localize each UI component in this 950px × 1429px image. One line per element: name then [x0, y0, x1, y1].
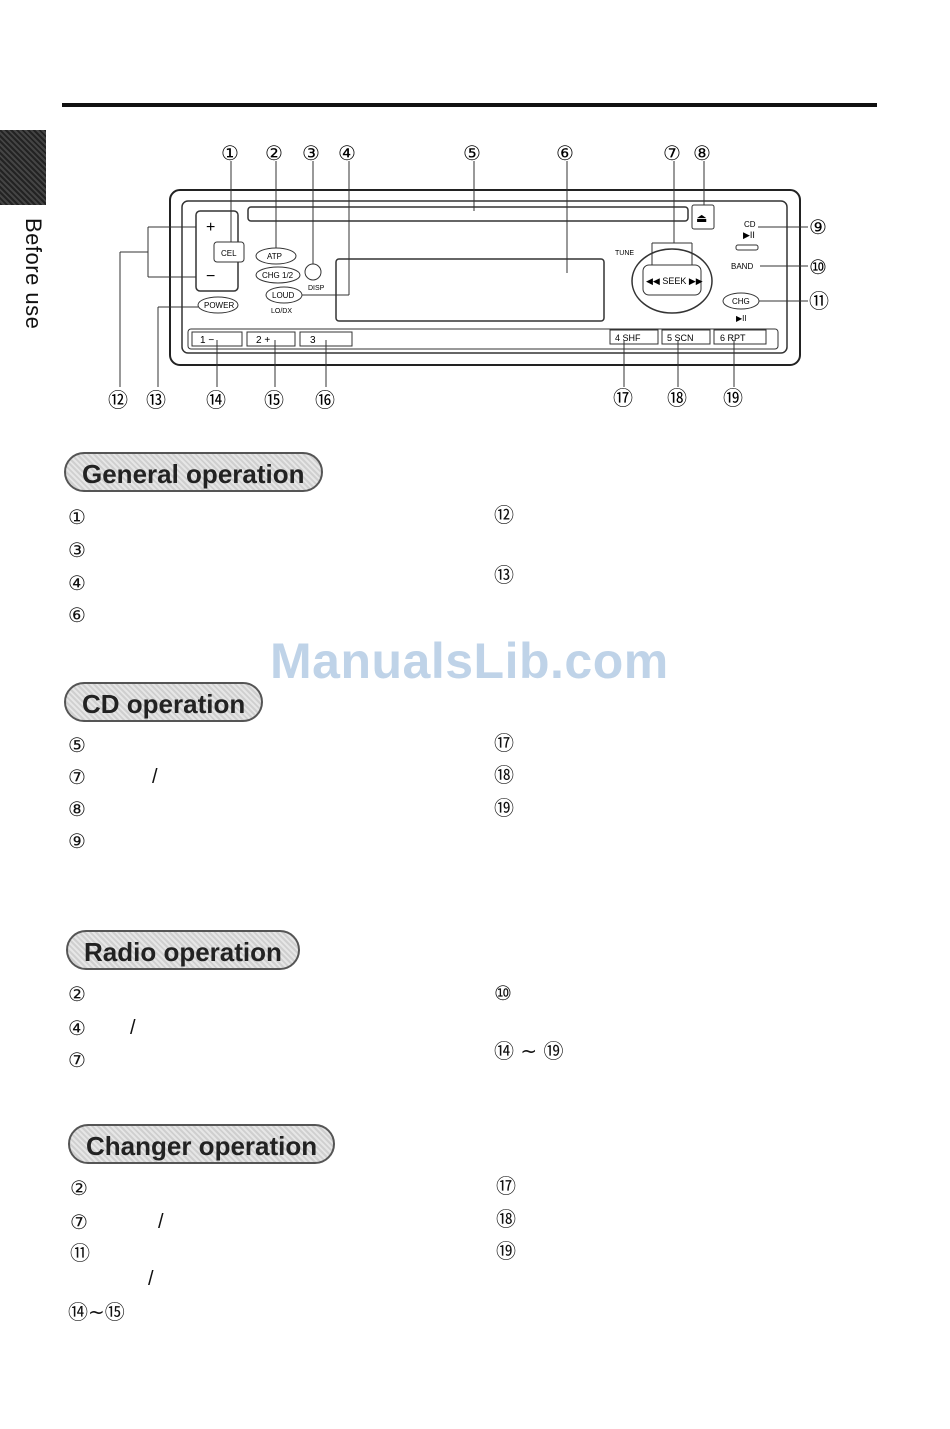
callout-16: ⑯	[315, 389, 335, 412]
cel-button[interactable]	[213, 241, 245, 263]
callout-14: ⑭	[206, 389, 226, 412]
cd-slash: /	[152, 766, 158, 788]
general-left-item-2: ③	[68, 538, 86, 562]
radio-right-item-1: ⑩	[494, 981, 512, 1005]
chg-play-pause-icon: ▶II	[736, 314, 747, 323]
section-tab-marker	[0, 130, 46, 205]
callout-18: ⑱	[667, 387, 687, 410]
general-right-item-2: ⑬	[494, 563, 514, 587]
chg12-button[interactable]	[255, 266, 301, 284]
eject-button[interactable]	[691, 204, 715, 230]
watermark: ManualsLib.com	[270, 633, 669, 689]
disc-slot	[247, 206, 689, 222]
disp-button[interactable]	[304, 263, 322, 281]
seek-button-label: ◀◀ SEEK ▶▶	[646, 276, 703, 286]
loud-button-label: LOUD	[272, 291, 294, 300]
general-left-item-4: ⑥	[68, 603, 86, 627]
band-label: BAND	[731, 262, 753, 271]
changer-slash-1: /	[158, 1211, 164, 1233]
radio-right-item-2: ⑭ ~ ⑲	[494, 1039, 564, 1063]
changer-operation-heading: Changer operation	[68, 1124, 336, 1164]
preset-2-button[interactable]	[246, 331, 296, 347]
changer-left-item-4: ⑭~⑮	[68, 1300, 125, 1324]
atp-button-label: ATP	[267, 252, 282, 261]
seek-ring	[631, 248, 713, 314]
preset-2-label: 2 +	[256, 335, 270, 346]
cd-label: CD	[744, 220, 756, 229]
disp-label: DISP	[308, 285, 325, 292]
volume-minus-label: −	[206, 268, 215, 285]
callout-leader-lines	[119, 161, 808, 387]
cd-left-item-3: ⑧	[68, 797, 86, 821]
preset-4-button[interactable]	[609, 329, 659, 345]
radio-operation-heading: Radio operation	[66, 930, 300, 970]
cd-right-item-1: ⑰	[494, 731, 514, 755]
callout-4: ④	[338, 143, 356, 165]
eject-icon: ⏏	[696, 211, 707, 225]
callout-1: ①	[221, 143, 239, 165]
callout-11: ⑪	[809, 290, 829, 313]
cd-play-pause-icon: ▶II	[743, 230, 755, 240]
general-operation-heading: General operation	[64, 452, 323, 492]
preset-5-button[interactable]	[661, 329, 711, 345]
front-panel-diagram: + − CEL ATP CHG 1/2 DISP LOUD LO/DX POWE…	[108, 143, 829, 412]
changer-right-item-2: ⑱	[496, 1207, 516, 1231]
callout-6: ⑥	[556, 143, 574, 165]
preset-5-label: 5 SCN	[667, 333, 694, 343]
cd-left-item-4: ⑨	[68, 829, 86, 853]
cd-operation-heading: CD operation	[64, 682, 264, 722]
callout-19: ⑲	[723, 387, 743, 410]
callout-15: ⑮	[264, 389, 284, 412]
changer-right-item-1: ⑰	[496, 1174, 516, 1198]
display-window	[335, 258, 605, 322]
top-rule	[62, 103, 877, 107]
callout-3: ③	[302, 143, 320, 165]
cel-button-label: CEL	[221, 249, 237, 258]
callout-7: ⑦	[663, 143, 681, 165]
power-button[interactable]	[197, 296, 239, 314]
changer-right-item-3: ⑲	[496, 1239, 516, 1263]
radio-left-item-2: ④	[68, 1016, 86, 1040]
callout-5: ⑤	[463, 143, 481, 165]
power-button-label: POWER	[204, 301, 234, 310]
cd-button[interactable]	[735, 244, 759, 251]
preset-bar	[187, 328, 779, 350]
cd-right-item-2: ⑱	[494, 763, 514, 787]
cd-right-item-3: ⑲	[494, 796, 514, 820]
cd-left-item-1: ⑤	[68, 733, 86, 757]
changer-left-item-3: ⑪	[70, 1241, 90, 1265]
radio-slash: /	[130, 1017, 136, 1039]
preset-4-label: 4 SHF	[615, 333, 641, 343]
general-right-item-1: ⑫	[494, 503, 514, 527]
side-tab-label: Before use	[21, 218, 46, 330]
callout-8: ⑧	[693, 143, 711, 165]
lodx-label: LO/DX	[271, 308, 292, 315]
general-left-item-1: ①	[68, 505, 86, 529]
changer-left-item-2: ⑦	[70, 1210, 88, 1234]
preset-3-label: 3	[310, 335, 316, 346]
seek-button[interactable]	[642, 264, 702, 296]
radio-left-item-1: ②	[68, 982, 86, 1006]
chg12-button-label: CHG 1/2	[262, 271, 294, 280]
callout-10: ⑩	[809, 257, 827, 279]
tune-label: TUNE	[615, 250, 634, 257]
preset-6-label: 6 RPT	[720, 333, 746, 343]
radio-left-item-3: ⑦	[68, 1048, 86, 1072]
callout-2: ②	[265, 143, 283, 165]
preset-1-label: 1 −	[200, 335, 214, 346]
general-left-item-3: ④	[68, 571, 86, 595]
chg-button-label: CHG	[732, 297, 750, 306]
callout-17: ⑰	[613, 387, 633, 410]
callout-9: ⑨	[809, 217, 827, 239]
callout-12: ⑫	[108, 389, 128, 412]
preset-6-button[interactable]	[713, 329, 767, 345]
volume-plus-label: +	[206, 219, 215, 236]
changer-left-item-1: ②	[70, 1176, 88, 1200]
cd-left-item-2: ⑦	[68, 765, 86, 789]
callout-13: ⑬	[146, 389, 166, 412]
changer-slash-2: /	[148, 1268, 154, 1290]
